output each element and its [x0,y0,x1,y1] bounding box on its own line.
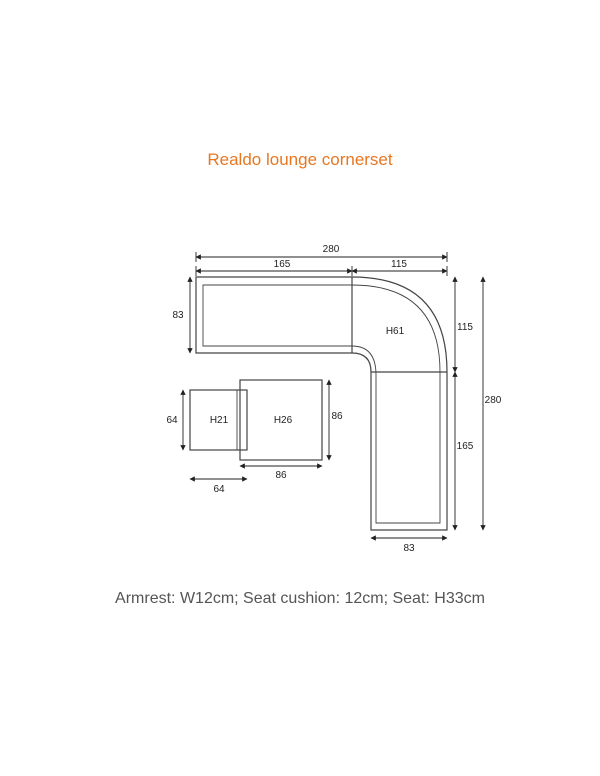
footstool-inner [236,389,248,451]
dim-right-width-label: 83 [403,543,415,554]
dim-footstool-depth-label: 64 [166,415,178,426]
corner-height-label: H61 [386,326,405,337]
dim-total-height-label: 280 [485,395,502,406]
dimension-lines [180,252,486,541]
dim-corner-depth-label: 115 [457,322,473,333]
dim-table-depth-label: 86 [331,411,343,422]
dim-right-length-label: 165 [457,441,474,452]
dim-corner-width-label: 115 [391,259,407,270]
dim-table-width-label: 86 [275,470,287,481]
dim-left-width-label: 165 [274,259,291,270]
dim-left-depth-label: 83 [172,310,184,321]
footstool [189,389,248,451]
page-title: Realdo lounge cornerset [207,150,393,169]
spec-footnote: Armrest: W12cm; Seat cushion: 12cm; Seat… [115,590,485,607]
table-height-label: H26 [274,415,293,426]
corner-sofa [195,276,448,531]
footstool-height-label: H21 [210,415,229,426]
coffee-table [239,379,323,461]
dim-total-width-label: 280 [323,244,340,255]
dim-footstool-width-label: 64 [213,484,225,495]
coffee-table-outline [239,379,323,461]
